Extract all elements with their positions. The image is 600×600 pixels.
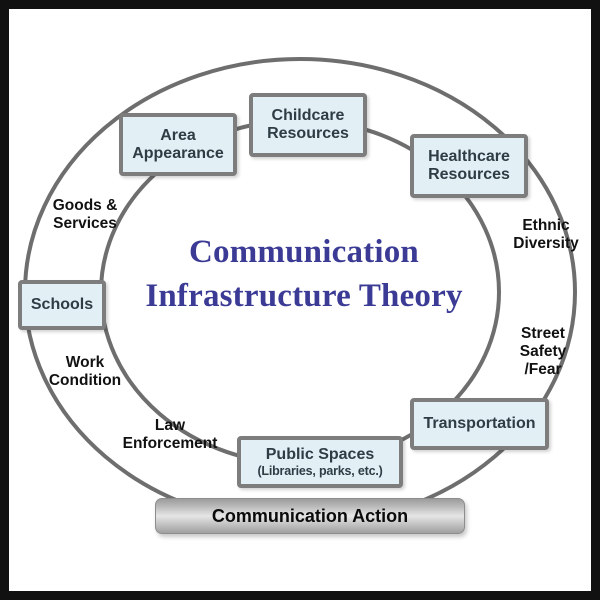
node-healthcare-resources[interactable]: Healthcare Resources (410, 134, 528, 198)
node-schools[interactable]: Schools (18, 280, 106, 330)
node-childcare-resources-label: Childcare Resources (267, 107, 349, 142)
node-public-spaces-sublabel: (Libraries, parks, etc.) (257, 463, 383, 478)
communication-action-label: Communication Action (211, 505, 409, 526)
node-healthcare-resources-label: Healthcare Resources (428, 148, 510, 183)
node-transportation[interactable]: Transportation (410, 398, 549, 450)
node-transportation-label: Transportation (423, 415, 536, 433)
node-schools-label: Schools (30, 296, 94, 314)
communication-action-bar[interactable]: Communication Action (155, 498, 465, 534)
node-area-appearance[interactable]: Area Appearance (119, 113, 237, 176)
node-childcare-resources[interactable]: Childcare Resources (249, 93, 367, 157)
node-area-appearance-label: Area Appearance (132, 126, 224, 162)
node-public-spaces[interactable]: Public Spaces (Libraries, parks, etc.) (237, 436, 403, 488)
node-public-spaces-label: Public Spaces (265, 446, 375, 464)
